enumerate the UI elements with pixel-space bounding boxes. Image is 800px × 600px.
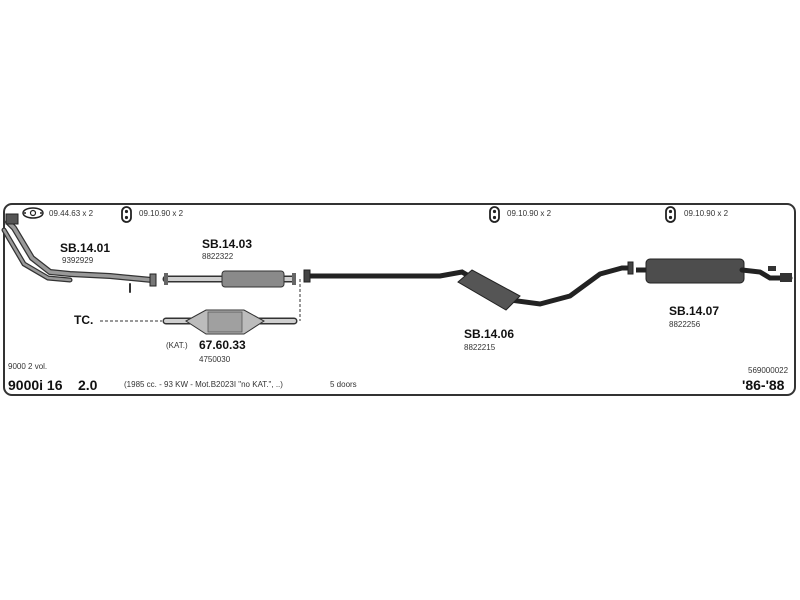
rubber-hanger-icon (489, 206, 500, 223)
hardware-label: 09.10.90 x 2 (139, 209, 184, 218)
vehicle-years: '86-'88 (742, 377, 785, 393)
hardware-label: 09.10.90 x 2 (684, 209, 729, 218)
diagram-panel (3, 203, 796, 396)
vehicle-engine: 2.0 (78, 377, 98, 393)
hardware-label: 09.44.63 x 2 (49, 209, 94, 218)
front-pipe-drawing (1, 213, 157, 293)
vehicle-doors: 5 doors (330, 380, 357, 389)
rubber-hanger-icon (665, 206, 676, 223)
catalog-number: 569000022 (748, 366, 789, 375)
part-number: 8822322 (202, 252, 234, 261)
hardware-label: 09.10.90 x 2 (507, 209, 552, 218)
catalyst-prefix: (KAT.) (166, 341, 188, 350)
center-pipe-drawing (162, 270, 296, 288)
vehicle-details: (1985 cc. - 93 KW - Mot.B2023I "no KAT."… (124, 380, 283, 389)
middle-silencer-drawing (303, 261, 634, 311)
part-code: SB.14.01 (60, 241, 111, 255)
part-number: 9392929 (62, 256, 94, 265)
tc-label: TC. (74, 313, 94, 327)
part-code: SB.14.06 (464, 327, 515, 341)
vehicle-model: 9000i 16 (8, 377, 63, 393)
part-number: 8822215 (464, 343, 496, 352)
catalytic-converter-drawing (162, 309, 298, 335)
rear-silencer-drawing (636, 258, 793, 284)
rubber-hanger-icon (121, 206, 132, 223)
part-number: 8822256 (669, 320, 701, 329)
part-number: 4750030 (199, 355, 231, 364)
exhaust-gasket-icon (22, 207, 44, 219)
volume-note: 9000 2 vol. (8, 362, 48, 371)
part-code: SB.14.07 (669, 304, 720, 318)
part-code: 67.60.33 (199, 338, 246, 352)
part-code: SB.14.03 (202, 237, 253, 251)
